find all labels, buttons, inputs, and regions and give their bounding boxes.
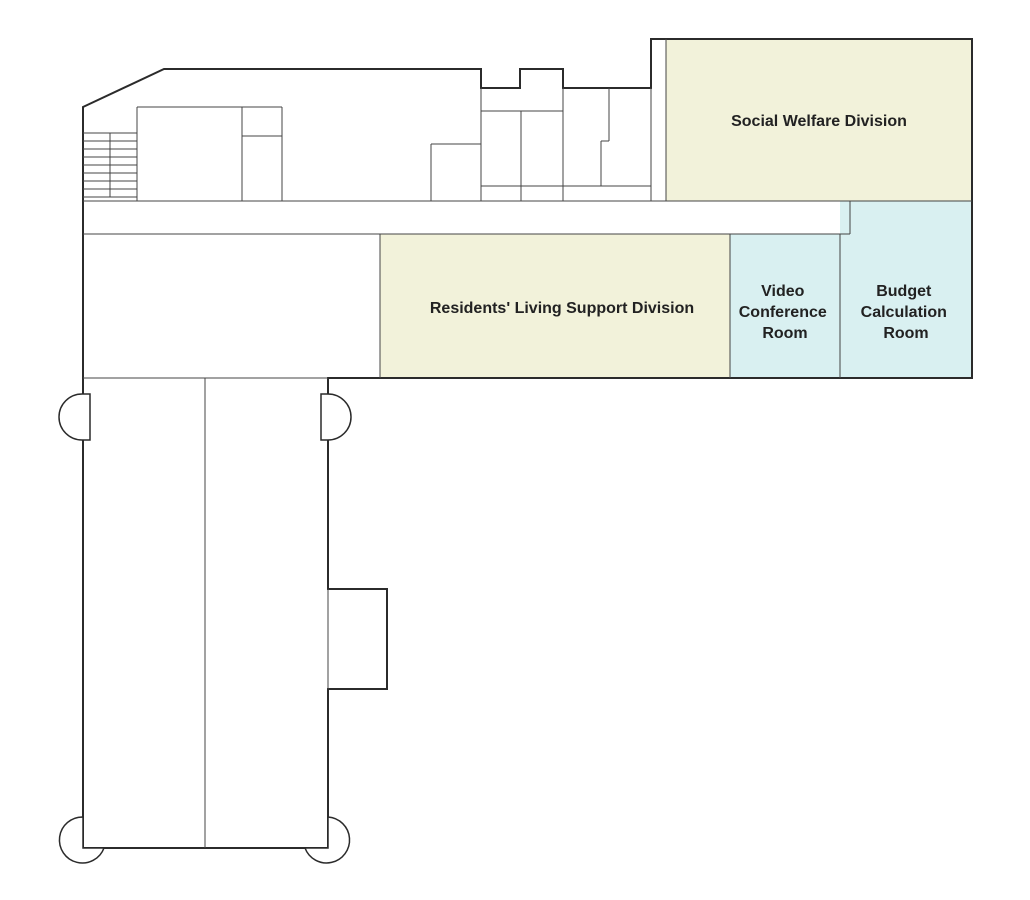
tower-east-upper bbox=[320, 393, 352, 441]
label-line: Budget bbox=[876, 283, 932, 300]
label-video-conference: Video Conference Room bbox=[739, 283, 831, 342]
label-line: Room bbox=[883, 325, 928, 342]
room-video-conference[interactable] bbox=[730, 234, 840, 378]
tower-southeast bbox=[303, 816, 351, 864]
room-social-welfare[interactable] bbox=[666, 39, 972, 201]
corridor bbox=[83, 200, 851, 235]
label-line: Room bbox=[762, 325, 807, 342]
room-residents-living-support[interactable] bbox=[380, 234, 730, 378]
room-budget-calculation[interactable] bbox=[840, 201, 972, 378]
label-budget-calculation: Budget Calculation Room bbox=[861, 283, 952, 342]
round-towers bbox=[58, 393, 352, 864]
label-line: Social Welfare Division bbox=[731, 113, 907, 130]
label-line: Video bbox=[761, 283, 805, 300]
label-line: Calculation bbox=[861, 304, 947, 321]
room-dividers bbox=[379, 200, 972, 378]
stairs-icon bbox=[83, 132, 137, 198]
tower-southwest bbox=[58, 816, 106, 864]
south-wing-partitions bbox=[83, 377, 329, 848]
building-outline bbox=[82, 38, 973, 849]
tower-west-upper bbox=[58, 393, 91, 441]
label-line: Residents' Living Support Division bbox=[430, 300, 694, 317]
label-line: Conference bbox=[739, 304, 827, 321]
label-social-welfare: Social Welfare Division bbox=[731, 113, 907, 130]
label-residents-living-support: Residents' Living Support Division bbox=[430, 300, 694, 317]
north-block-partitions bbox=[136, 39, 667, 201]
